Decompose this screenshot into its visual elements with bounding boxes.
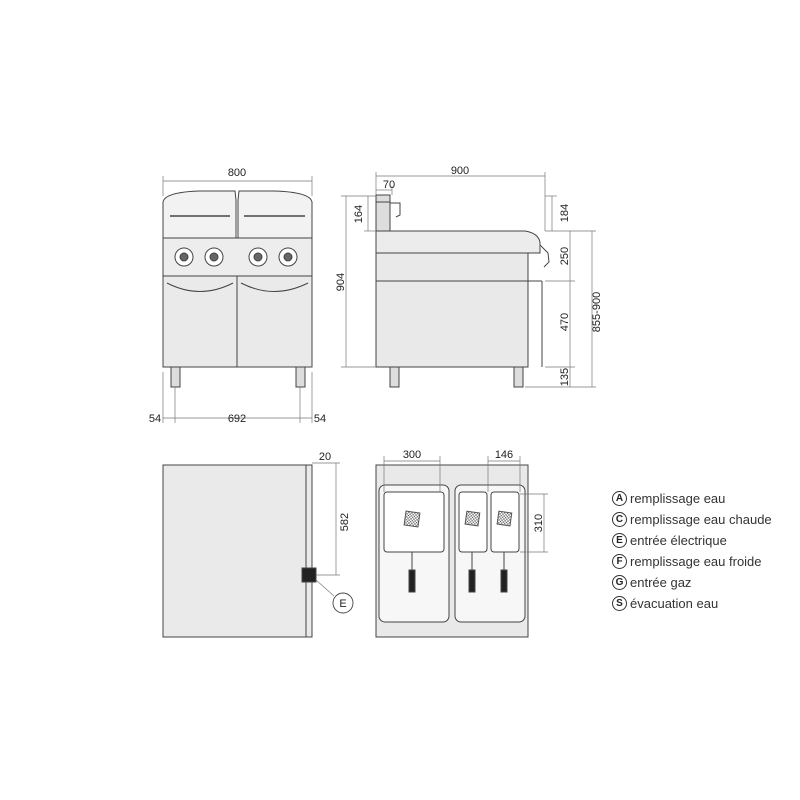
legend-text: entrée gaz (630, 575, 692, 590)
front-view (162, 190, 313, 388)
knob-1 (174, 247, 194, 267)
legend-text: remplissage eau froide (630, 554, 762, 569)
back-view (162, 464, 317, 638)
side-top-left-label: 164 (353, 205, 365, 223)
legend-letter: C (612, 512, 627, 527)
legend-text: remplissage eau chaude (630, 512, 772, 527)
side-depth-label: 900 (451, 165, 469, 177)
legend-item: A remplissage eau (612, 488, 792, 509)
front-leg-left-label: 54 (149, 413, 161, 425)
top-dimensions (383, 456, 548, 553)
legend-letter: F (612, 554, 627, 569)
legend-text: entrée électrique (630, 533, 727, 548)
back-dimensions (312, 462, 340, 597)
back-offset-label: 20 (319, 451, 331, 463)
legend-item: G entrée gaz (612, 572, 792, 593)
legend-item: E entrée électrique (612, 530, 792, 551)
front-leg-right-label: 54 (314, 413, 326, 425)
knob-2 (204, 247, 224, 267)
knob-3 (248, 247, 268, 267)
side-panel-label: 250 (559, 247, 571, 265)
side-top-right-label: 184 (559, 204, 571, 222)
legend-text: évacuation eau (630, 596, 719, 611)
front-width-label: 800 (228, 167, 246, 179)
legend-letter: S (612, 596, 627, 611)
legend-letter: G (612, 575, 627, 590)
legend-letter: A (612, 491, 627, 506)
legend-text: remplissage eau (630, 491, 726, 506)
front-height-label: 904 (335, 273, 347, 291)
top-right-tank-label: 146 (495, 449, 513, 461)
front-inner-label: 692 (228, 413, 246, 425)
marker-e-letter: E (339, 598, 346, 610)
legend-item: F remplissage eau froide (612, 551, 792, 572)
side-back-label: 70 (383, 179, 395, 191)
legend-letter: E (612, 533, 627, 548)
back-height-label: 582 (339, 513, 351, 531)
legend-item: S évacuation eau (612, 593, 792, 614)
side-range-label: 855-900 (591, 292, 603, 332)
side-dimensions (341, 172, 596, 388)
legend: A remplissage eau C remplissage eau chau… (612, 488, 792, 614)
top-depth-label: 310 (533, 514, 545, 532)
front-dimensions (162, 176, 313, 423)
side-view (375, 194, 550, 388)
top-view (375, 464, 529, 638)
marker-e: E (332, 592, 354, 614)
legend-item: C remplissage eau chaude (612, 509, 792, 530)
top-left-tank-label: 300 (403, 449, 421, 461)
knob-4 (278, 247, 298, 267)
side-body-label: 470 (559, 313, 571, 331)
side-leg-label: 135 (559, 368, 571, 386)
